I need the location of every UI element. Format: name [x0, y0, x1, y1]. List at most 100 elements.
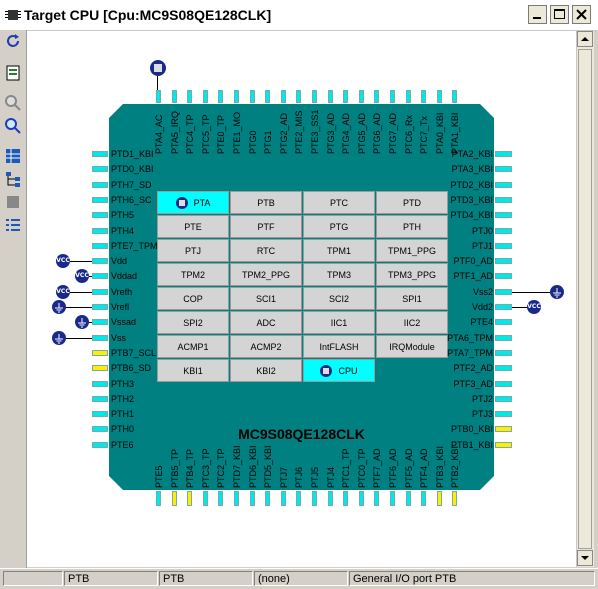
module-cell[interactable]: PTH	[376, 215, 448, 238]
pin-right[interactable]	[495, 334, 512, 341]
pin-top[interactable]	[436, 90, 442, 103]
pin-bottom[interactable]	[171, 491, 177, 506]
pin-top[interactable]	[312, 90, 317, 103]
module-cell[interactable]: SCI1	[230, 287, 302, 310]
pin-left[interactable]	[92, 196, 108, 203]
pin-left[interactable]	[92, 227, 108, 234]
pin-right[interactable]	[495, 242, 512, 249]
vertical-scrollbar[interactable]	[576, 31, 594, 567]
pin-top[interactable]	[187, 90, 193, 103]
pin-left[interactable]	[92, 181, 108, 188]
pin-left[interactable]	[92, 151, 108, 157]
pin-top[interactable]	[249, 90, 255, 103]
pin-right[interactable]	[495, 196, 512, 203]
list-view-icon[interactable]	[4, 216, 22, 234]
pin-top[interactable]	[421, 90, 427, 103]
module-cell[interactable]: ACMP1	[157, 335, 229, 358]
module-cell[interactable]: TPM2_PPG	[230, 263, 302, 286]
module-cell[interactable]: ACMP2	[230, 335, 302, 358]
zoom-in-icon[interactable]	[4, 117, 22, 135]
pin-bottom[interactable]	[327, 491, 333, 506]
pin-left[interactable]	[92, 273, 108, 280]
pin-right[interactable]	[495, 380, 512, 387]
pin-right[interactable]	[495, 166, 512, 173]
pin-left[interactable]	[92, 334, 108, 341]
pin-right[interactable]	[495, 411, 512, 418]
pin-bottom[interactable]	[405, 491, 411, 506]
pin-right[interactable]	[495, 365, 512, 372]
pin-right[interactable]	[495, 258, 512, 265]
pin-right[interactable]	[495, 441, 512, 448]
zoom-out-icon[interactable]	[4, 94, 22, 112]
pin-top[interactable]	[280, 90, 286, 103]
pin-top[interactable]	[390, 90, 395, 103]
pin-left[interactable]	[92, 426, 108, 433]
pin-left[interactable]	[92, 411, 108, 418]
pin-top[interactable]	[405, 90, 411, 103]
pin-right[interactable]	[495, 227, 512, 234]
pin-right[interactable]	[495, 304, 512, 310]
pin-right[interactable]	[495, 181, 512, 188]
pin-left[interactable]	[92, 242, 108, 249]
module-cell[interactable]: PTC	[303, 191, 375, 214]
pin-right[interactable]	[495, 319, 512, 326]
pin-bottom[interactable]	[452, 491, 458, 506]
pin-left[interactable]	[92, 304, 108, 310]
module-cell[interactable]: PTD	[376, 191, 448, 214]
pin-bottom[interactable]	[202, 491, 208, 506]
pin-top[interactable]	[296, 90, 302, 103]
pin-top[interactable]	[234, 90, 239, 103]
module-cell[interactable]: TPM1_PPG	[376, 239, 448, 262]
pin-right[interactable]	[495, 151, 512, 157]
module-cell[interactable]: PTF	[230, 215, 302, 238]
pin-bottom[interactable]	[296, 491, 302, 506]
pin-left[interactable]	[92, 258, 108, 265]
pin-left[interactable]	[92, 319, 108, 326]
module-cell[interactable]: KBI1	[157, 359, 229, 382]
pin-top[interactable]	[218, 90, 224, 103]
pin-left[interactable]	[92, 288, 108, 295]
module-cell[interactable]: SCI2	[303, 287, 375, 310]
pin-left[interactable]	[92, 380, 108, 387]
pin-left[interactable]	[92, 365, 108, 372]
pin-bottom[interactable]	[265, 491, 271, 506]
minimize-button[interactable]	[528, 5, 547, 24]
pin-top[interactable]	[374, 90, 380, 103]
pin-bottom[interactable]	[156, 491, 161, 506]
properties-icon[interactable]	[4, 64, 22, 82]
pin-top[interactable]	[156, 90, 161, 103]
module-cell[interactable]: PTE	[157, 215, 229, 238]
module-cell[interactable]: IIC2	[376, 311, 448, 334]
module-cell[interactable]: PTG	[303, 215, 375, 238]
pin-top[interactable]	[265, 90, 271, 103]
pin-right[interactable]	[495, 273, 512, 280]
pin-bottom[interactable]	[436, 491, 442, 506]
module-cell[interactable]: SPI2	[157, 311, 229, 334]
module-cell[interactable]: PTA	[157, 191, 229, 214]
pin-right[interactable]	[495, 395, 512, 402]
module-cell[interactable]: TPM3	[303, 263, 375, 286]
pin-left[interactable]	[92, 212, 108, 219]
module-cell[interactable]: TPM3_PPG	[376, 263, 448, 286]
module-cell[interactable]: PTB	[230, 191, 302, 214]
pin-top[interactable]	[343, 90, 349, 103]
pin-left[interactable]	[92, 441, 108, 448]
stop-icon[interactable]	[4, 193, 22, 211]
scroll-thumb[interactable]	[578, 49, 592, 549]
pin-bottom[interactable]	[249, 491, 255, 506]
pin-bottom[interactable]	[390, 491, 395, 506]
pin-bottom[interactable]	[187, 491, 193, 506]
module-cell[interactable]: CPU	[303, 359, 375, 382]
pin-top[interactable]	[171, 90, 177, 103]
refresh-icon[interactable]	[4, 32, 22, 50]
pin-bottom[interactable]	[234, 491, 239, 506]
scroll-up-icon[interactable]	[577, 31, 594, 48]
pin-left[interactable]	[92, 166, 108, 173]
module-cell[interactable]: IIC1	[303, 311, 375, 334]
scroll-down-icon[interactable]	[577, 550, 594, 567]
module-cell[interactable]: IRQModule	[376, 335, 448, 358]
pin-left[interactable]	[92, 395, 108, 402]
pin-top[interactable]	[327, 90, 333, 103]
pin-bottom[interactable]	[280, 491, 286, 506]
module-cell[interactable]: SPI1	[376, 287, 448, 310]
